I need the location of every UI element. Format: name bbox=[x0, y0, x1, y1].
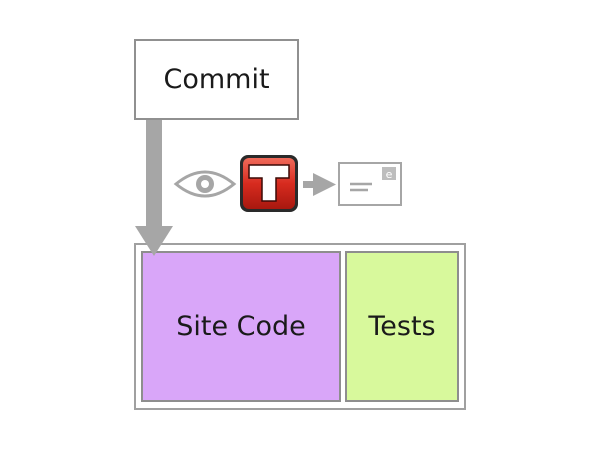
email-icon bbox=[338, 162, 402, 206]
eye-icon bbox=[173, 170, 237, 198]
arrow-right-icon bbox=[303, 173, 336, 196]
travis-ci-logo bbox=[240, 155, 298, 212]
commit-label: Commit bbox=[163, 64, 270, 95]
commit-box: Commit bbox=[134, 39, 299, 120]
tests-box: Tests bbox=[345, 251, 459, 402]
commit-down-arrow bbox=[135, 120, 173, 256]
email-badge: e bbox=[386, 168, 393, 181]
tests-label: Tests bbox=[368, 311, 436, 342]
site-code-label: Site Code bbox=[176, 311, 306, 342]
site-code-box: Site Code bbox=[141, 251, 341, 402]
